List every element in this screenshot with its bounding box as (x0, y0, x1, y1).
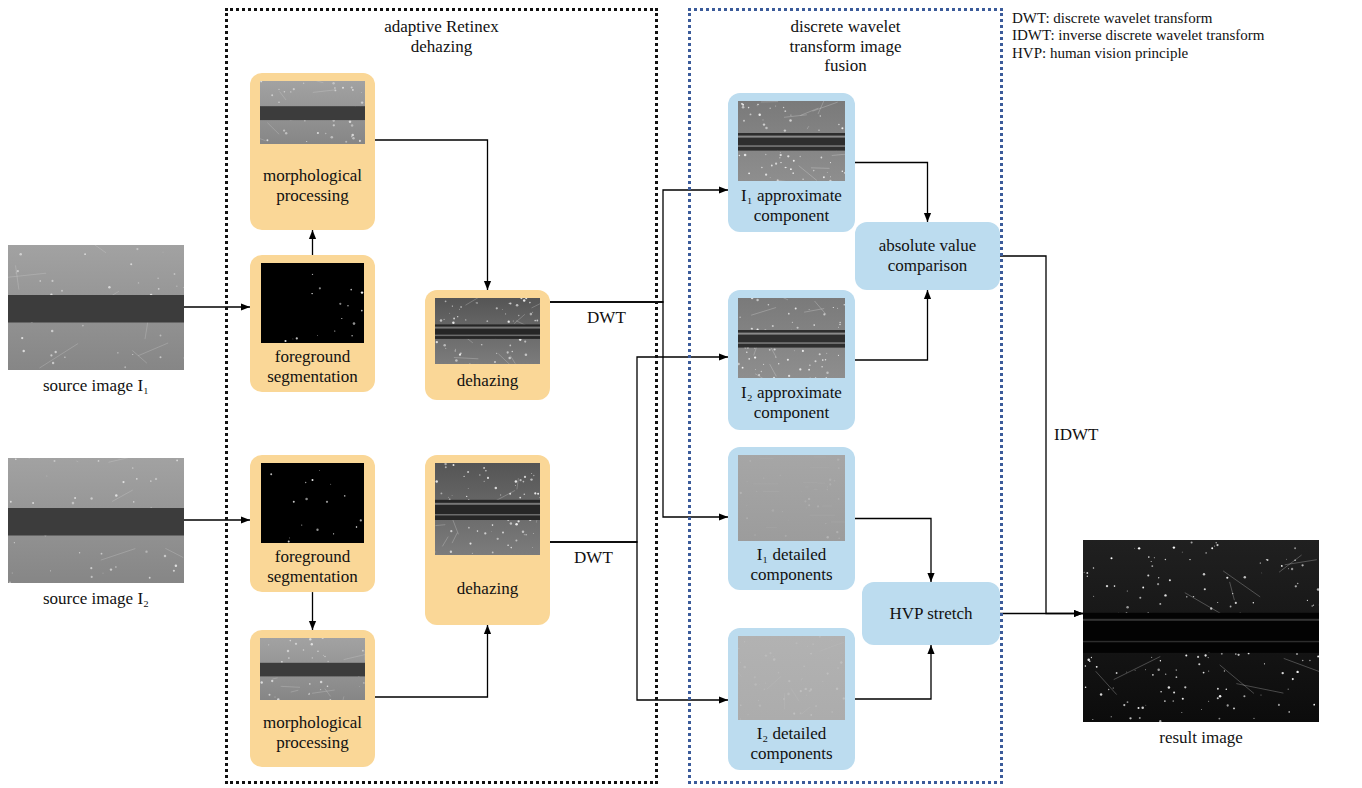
connector (375, 140, 488, 290)
connector (855, 645, 931, 699)
note-text: DWT: discrete wavelet transform (1012, 10, 1264, 27)
component-box: I₂ detailed components (728, 628, 855, 770)
thumbnail-frame (738, 101, 845, 181)
thumbnail-frame (435, 463, 540, 555)
edge-label: IDWT (1052, 425, 1100, 445)
process-box: foreground segmentation (250, 255, 375, 392)
thumbnail-image (1083, 540, 1319, 722)
thumbnail-image (261, 263, 364, 343)
thumbnail-frame (8, 245, 184, 370)
node-label: I₂ approximate component (736, 379, 847, 422)
node-label: morphological processing (258, 162, 367, 205)
thumbnail-image (738, 101, 845, 181)
node-label: morphological processing (258, 709, 367, 752)
operation-box: HVP stretch (862, 582, 1000, 645)
thumbnail-image (261, 463, 364, 543)
group-box: adaptive Retinex dehazing morphological p… (225, 8, 658, 784)
process-box: morphological processing (250, 630, 375, 767)
thumbnail-frame (738, 636, 845, 720)
connector (375, 625, 488, 697)
note-text: IDWT: inverse discrete wavelet transform (1012, 27, 1264, 44)
connector (1000, 613, 1083, 614)
connector (550, 190, 728, 302)
connector (184, 306, 250, 307)
node-label: dehazing (433, 575, 542, 599)
thumbnail-frame (738, 455, 845, 541)
thumbnail-image (260, 638, 365, 700)
process-box: foreground segmentation (250, 455, 375, 592)
thumbnail-frame (261, 463, 364, 543)
source-image: source image I₁ (8, 245, 184, 396)
source-image: source image I₂ (8, 458, 184, 609)
connector (550, 542, 728, 700)
component-box: I₁ approximate component (728, 93, 855, 232)
thumbnail-image (435, 463, 540, 555)
process-box: dehazing (425, 455, 550, 625)
component-box: I₁ detailed components (728, 447, 855, 590)
group-title: discrete wavelet transform image fusion (771, 17, 921, 76)
connector (312, 592, 313, 630)
process-box: dehazing (425, 290, 550, 400)
thumbnail-image (738, 636, 845, 720)
component-box: I₂ approximate component (728, 290, 855, 430)
node-label: dehazing (433, 367, 542, 391)
note-text: HVP: human vision principle (1012, 45, 1264, 62)
thumbnail-frame (260, 81, 365, 144)
node-label: I₂ detailed components (736, 720, 847, 763)
connector (855, 519, 931, 583)
node-label: absolute value comparison (861, 236, 994, 275)
process-box: morphological processing (250, 73, 375, 230)
edge-label: DWT (572, 548, 615, 568)
connector (550, 357, 728, 542)
thumbnail-image (738, 455, 845, 541)
node-label: HVP stretch (868, 604, 994, 624)
note-block: DWT: discrete wavelet transformIDWT: inv… (1012, 10, 1264, 62)
result-image: result image (1083, 540, 1319, 748)
thumbnail-image (435, 298, 540, 364)
thumbnail-image (8, 245, 184, 370)
thumbnail-frame (738, 298, 845, 378)
node-label: I₁ detailed components (736, 541, 847, 584)
thumbnail-frame (435, 298, 540, 364)
thumbnail-image (8, 458, 184, 583)
connector (184, 519, 250, 520)
node-label: foreground segmentation (258, 543, 367, 586)
thumbnail-frame (1083, 540, 1319, 722)
connector (550, 302, 728, 517)
connector (312, 230, 313, 255)
node-label: source image I₁ (8, 376, 184, 396)
thumbnail-frame (260, 638, 365, 700)
thumbnail-frame (261, 263, 364, 343)
group-title: adaptive Retinex dehazing (362, 17, 522, 56)
thumbnail-image (738, 298, 845, 378)
node-label: I₁ approximate component (736, 182, 847, 225)
thumbnail-image (260, 81, 365, 144)
node-label: source image I₂ (8, 589, 184, 609)
node-label: foreground segmentation (258, 343, 367, 386)
node-label: result image (1083, 728, 1319, 748)
thumbnail-frame (8, 458, 184, 583)
edge-label: DWT (585, 308, 628, 328)
connector (855, 163, 928, 223)
connector (855, 290, 928, 360)
group-box: discrete wavelet transform image fusionI… (688, 8, 1003, 784)
operation-box: absolute value comparison (855, 222, 1000, 290)
